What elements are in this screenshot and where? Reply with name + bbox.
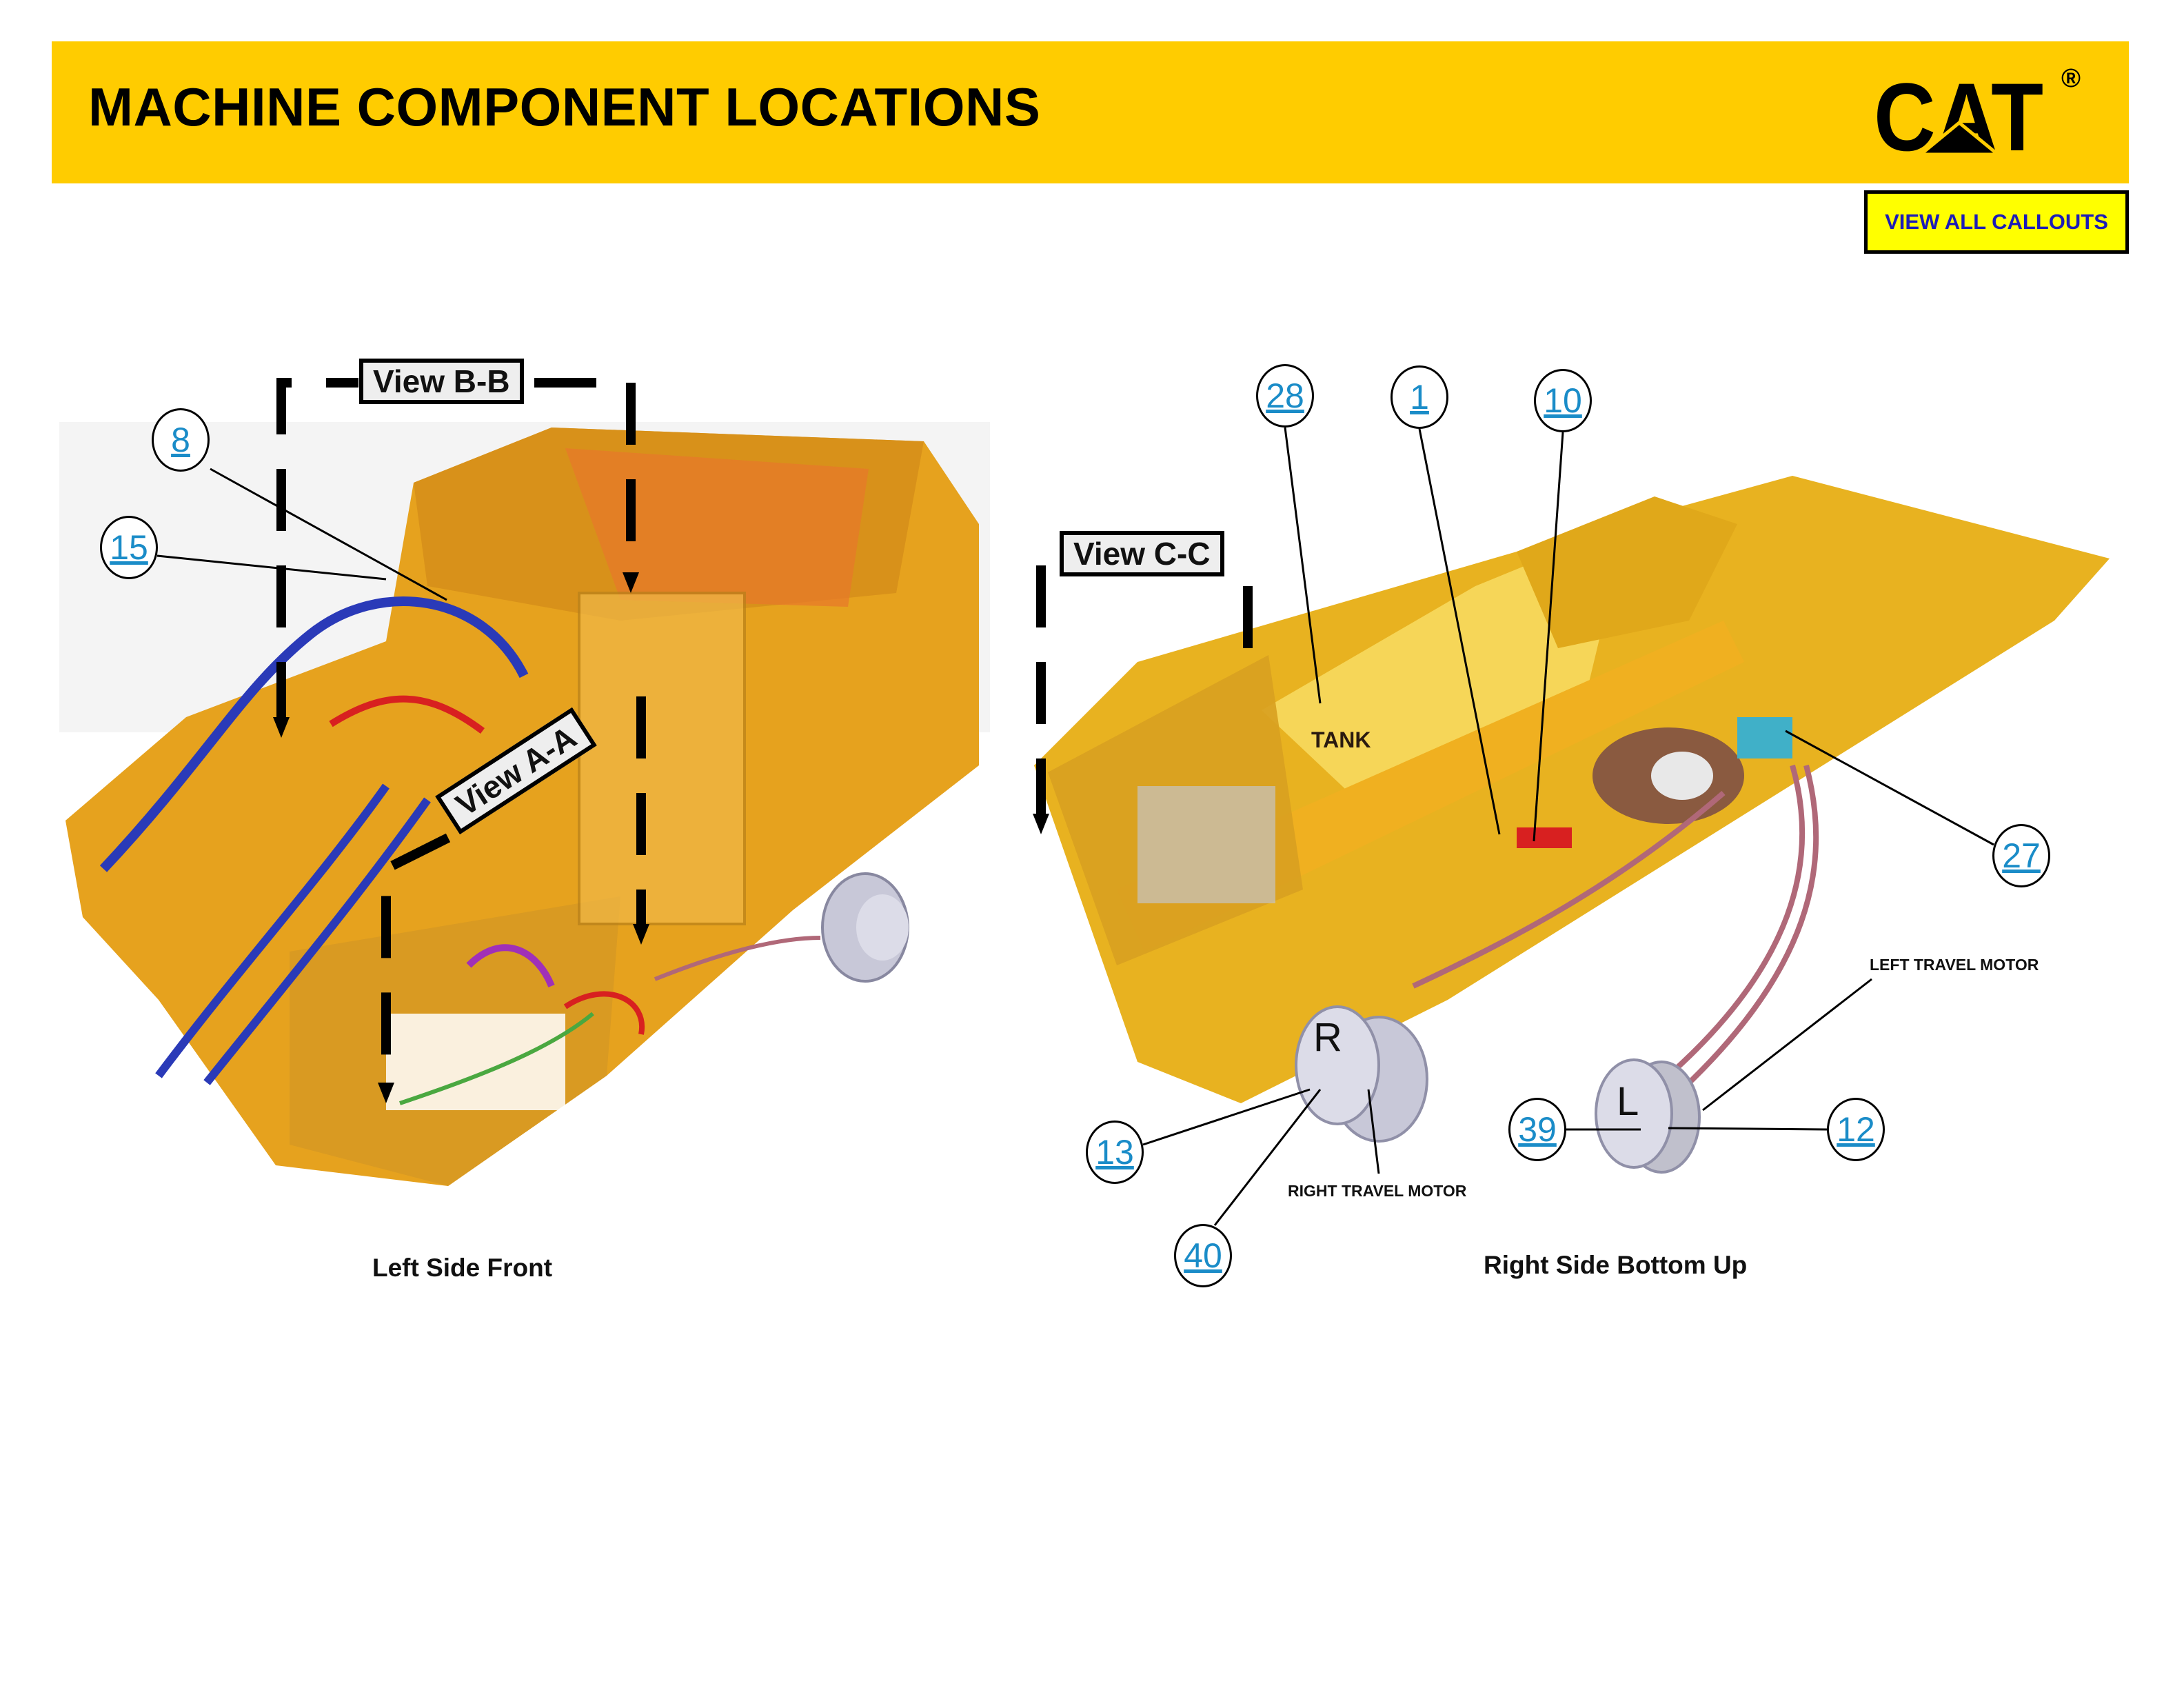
- cat-logo: CAT: [1874, 66, 2043, 159]
- view-b-b-label[interactable]: View B-B: [359, 359, 524, 404]
- callout-27[interactable]: 27: [1992, 824, 2050, 887]
- callout-39[interactable]: 39: [1508, 1098, 1566, 1161]
- header-banner: MACHINE COMPONENT LOCATIONS: [52, 41, 2129, 183]
- right-travel-motor-label: RIGHT TRAVEL MOTOR: [1288, 1182, 1467, 1200]
- callout-15[interactable]: 15: [100, 516, 158, 579]
- view-c-c-label[interactable]: View C-C: [1060, 531, 1224, 576]
- callout-10[interactable]: 10: [1534, 369, 1592, 432]
- left-travel-motor-label: LEFT TRAVEL MOTOR: [1870, 956, 2039, 974]
- left-side-front-caption: Left Side Front: [372, 1254, 553, 1282]
- cat-triangle-icon: [1916, 120, 2003, 157]
- callout-28[interactable]: 28: [1256, 364, 1314, 428]
- view-all-callouts-button[interactable]: VIEW ALL CALLOUTS: [1864, 190, 2129, 254]
- left-machine-illustration: [59, 378, 990, 1186]
- registered-mark: ®: [2061, 64, 2081, 93]
- right-side-bottom-up-caption: Right Side Bottom Up: [1484, 1251, 1748, 1279]
- callout-13[interactable]: 13: [1086, 1121, 1144, 1184]
- callout-8[interactable]: 8: [152, 408, 210, 472]
- callout-1[interactable]: 1: [1391, 365, 1448, 429]
- callout-12[interactable]: 12: [1827, 1098, 1885, 1161]
- left-motor-letter: L: [1617, 1079, 1639, 1124]
- callout-40[interactable]: 40: [1174, 1224, 1232, 1287]
- tank-label: TANK: [1311, 727, 1371, 752]
- page-title: MACHINE COMPONENT LOCATIONS: [88, 77, 1041, 137]
- right-machine-illustration: [1033, 427, 2110, 1226]
- right-motor-letter: R: [1313, 1015, 1342, 1060]
